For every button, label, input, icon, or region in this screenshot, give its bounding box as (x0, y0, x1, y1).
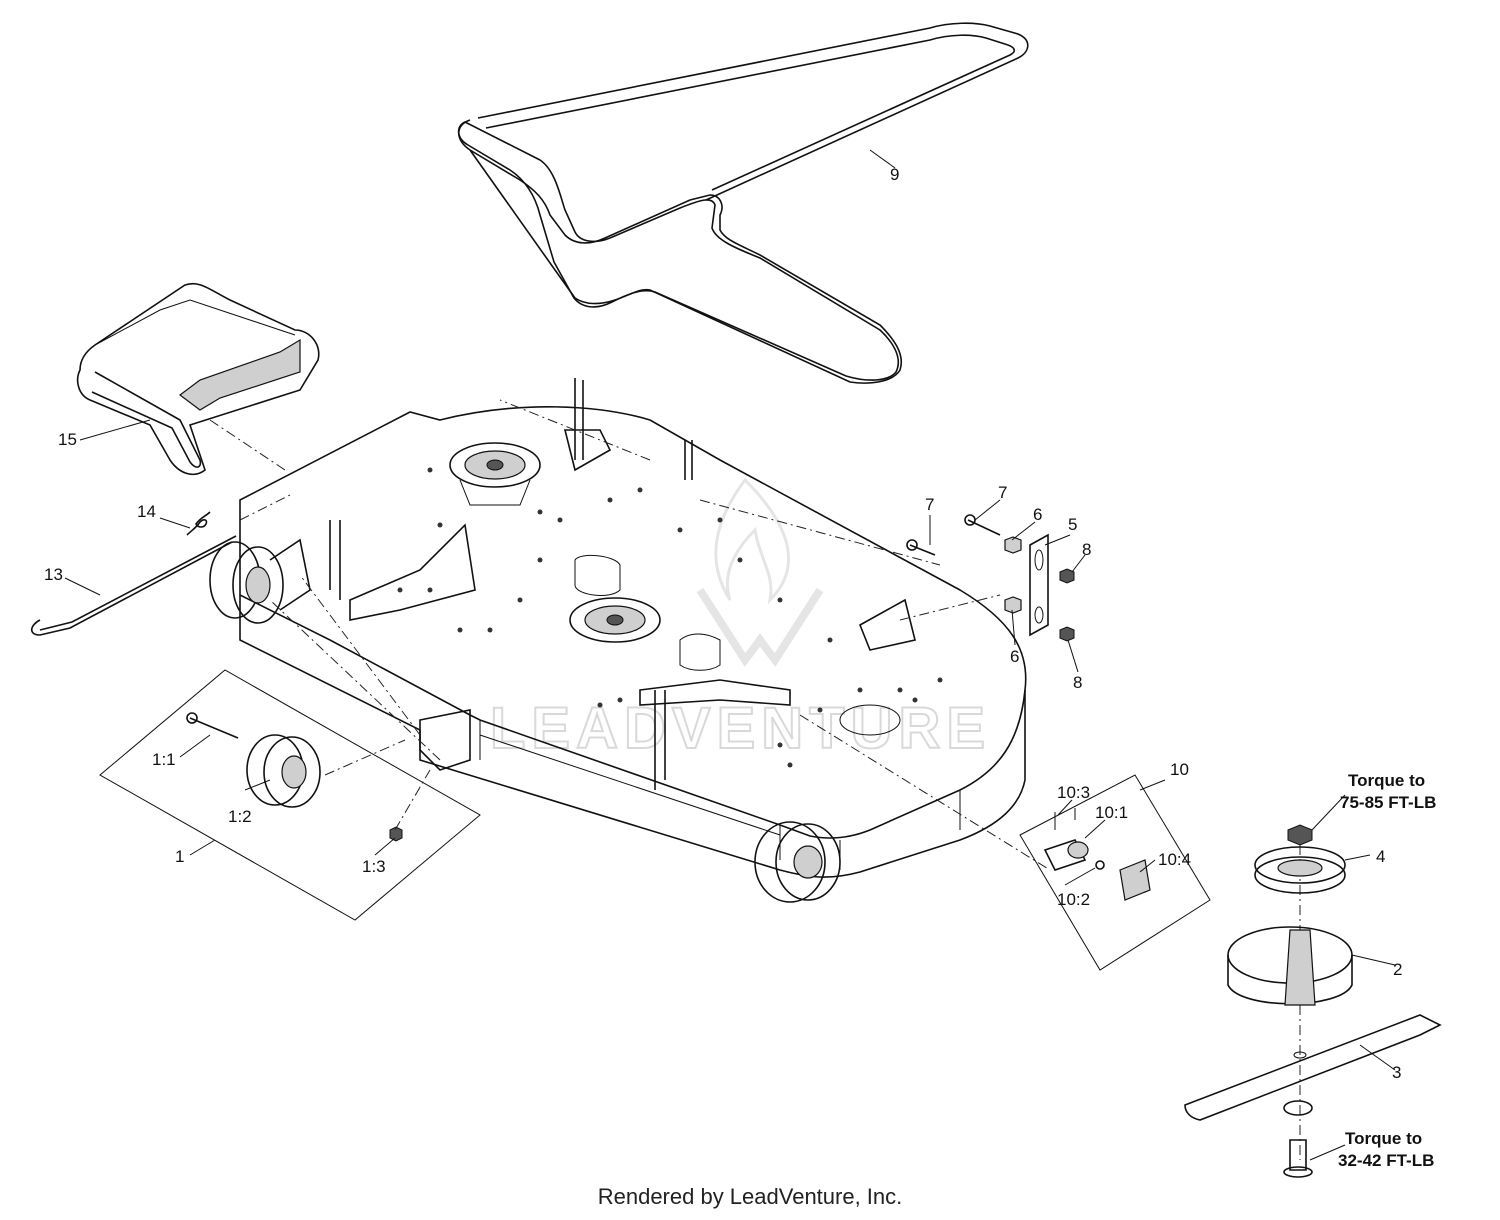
assembly-lines (269, 399, 1051, 871)
callout-leader-9 (869, 149, 896, 169)
leadventure-flame-logo-icon (696, 477, 824, 668)
callout-1: 1 (175, 847, 184, 866)
leader-lines (79, 419, 1396, 1161)
mower-deck (239, 378, 1027, 878)
callout-10: 10 (1170, 760, 1189, 779)
watermark: LEADVENTURE (489, 477, 991, 762)
callout-10-1: 10:1 (1095, 803, 1128, 822)
callout-1-2: 1:2 (228, 807, 252, 826)
deck-wheel-left (209, 538, 311, 624)
discharge-chute (76, 282, 320, 476)
callout-1-3: 1:3 (362, 857, 386, 876)
callout-10-3: 10:3 (1057, 783, 1090, 802)
callout-15: 15 (58, 430, 77, 449)
callout-5: 5 (1068, 515, 1077, 534)
render-credit-footer: Rendered by LeadVenture, Inc. (597, 1184, 903, 1209)
callout-7b: 7 (998, 483, 1007, 502)
callout-1-1: 1:1 (152, 750, 176, 769)
callout-3: 3 (1392, 1063, 1401, 1082)
callout-2: 2 (1393, 960, 1402, 979)
hardware-5-8 (906, 514, 1075, 642)
spindle-assembly (1184, 824, 1442, 1178)
deck-holes (397, 467, 943, 768)
torque-upper-line2: 75-85 FT-LB (1340, 793, 1436, 812)
callout-8a: 8 (1082, 540, 1091, 559)
callout-9: 9 (890, 165, 899, 184)
spring-and-rod (30, 494, 291, 636)
callout-8b: 8 (1073, 673, 1082, 692)
torque-notes: Torque to 75-85 FT-LB Torque to 32-42 FT… (1338, 771, 1436, 1170)
callout-13: 13 (44, 565, 63, 584)
callout-6b: 6 (1010, 647, 1019, 666)
callout-10-2: 10:2 (1057, 890, 1090, 909)
drive-belt (457, 22, 1029, 384)
torque-lower-line2: 32-42 FT-LB (1338, 1151, 1434, 1170)
callout-14: 14 (137, 502, 156, 521)
deck-wheel-front (754, 821, 841, 903)
callout-4: 4 (1376, 847, 1385, 866)
callout-labels: 9 15 14 13 7 7 6 5 8 6 8 1:1 1:2 1 1:3 1… (44, 165, 1402, 1082)
callout-7a: 7 (925, 495, 934, 514)
torque-upper-line1: Torque to (1348, 771, 1425, 790)
wheel-assembly-1 (99, 669, 481, 921)
callout-6a: 6 (1033, 505, 1042, 524)
callout-10-4: 10:4 (1158, 850, 1191, 869)
torque-lower-line1: Torque to (1345, 1129, 1422, 1148)
watermark-text: LEADVENTURE (490, 696, 991, 761)
